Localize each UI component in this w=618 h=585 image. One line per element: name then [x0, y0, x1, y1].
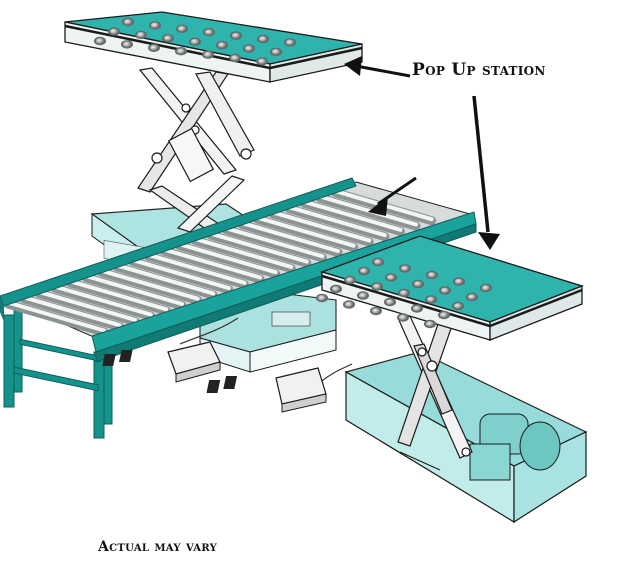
ball-transfer-ball	[386, 299, 394, 305]
ball-transfer-ball	[110, 29, 118, 35]
disclaimer-caption: Actual may vary	[98, 539, 217, 555]
ball-transfer-ball	[332, 286, 340, 292]
ball-transfer-ball	[124, 19, 132, 25]
ball-transfer-ball	[346, 277, 354, 283]
ball-transfer-ball	[454, 303, 462, 309]
ball-transfer-ball	[360, 268, 368, 274]
ball-transfer-ball	[272, 49, 280, 55]
ball-transfer-ball	[468, 294, 476, 300]
ball-transfer-ball	[205, 29, 213, 35]
ball-transfer-ball	[399, 315, 407, 321]
ball-transfer-ball	[318, 295, 326, 301]
ball-transfer-ball	[177, 48, 185, 54]
ball-transfer-ball	[427, 297, 435, 303]
ball-transfer-ball	[286, 39, 294, 45]
ball-transfer-ball	[359, 293, 367, 299]
ball-transfer-ball	[400, 290, 408, 296]
ball-transfer-ball	[455, 279, 463, 285]
arrow-to-rear-table	[356, 66, 410, 76]
rear-lift-top	[65, 12, 362, 82]
ball-transfer-ball	[428, 272, 436, 278]
ball-transfer-ball	[232, 33, 240, 39]
ball-transfer-ball	[401, 266, 409, 272]
ball-transfer-ball	[218, 42, 226, 48]
arrow-to-popup-station	[474, 96, 488, 232]
popup-station-caption: Pop Up station	[412, 60, 546, 80]
foot-pedal-right	[206, 364, 352, 412]
ball-transfer-ball	[123, 41, 131, 47]
ball-transfer-ball	[231, 55, 239, 61]
ball-transfer-ball	[440, 312, 448, 318]
popup-station-base	[346, 352, 586, 522]
ball-transfer-ball	[413, 306, 421, 312]
ball-transfer-ball	[96, 38, 104, 44]
ball-transfer-ball	[164, 35, 172, 41]
ball-transfer-ball	[441, 288, 449, 294]
ball-transfer-ball	[191, 39, 199, 45]
ball-transfer-ball	[426, 321, 434, 327]
ball-transfer-ball	[374, 259, 382, 265]
ball-transfer-ball	[258, 58, 266, 64]
ball-transfer-ball	[345, 302, 353, 308]
ball-transfer-ball	[482, 285, 490, 291]
ball-transfer-ball	[245, 46, 253, 52]
popup-station-lift	[316, 236, 586, 522]
ball-transfer-ball	[373, 284, 381, 290]
ball-transfer-ball	[414, 281, 422, 287]
ball-transfer-ball	[204, 52, 212, 58]
ball-transfer-ball	[372, 308, 380, 314]
ball-transfer-ball	[178, 26, 186, 32]
ball-transfer-ball	[259, 36, 267, 42]
ball-transfer-ball	[150, 45, 158, 51]
ball-transfer-ball	[151, 22, 159, 28]
ball-transfer-ball	[137, 32, 145, 38]
ball-transfer-ball	[387, 275, 395, 281]
